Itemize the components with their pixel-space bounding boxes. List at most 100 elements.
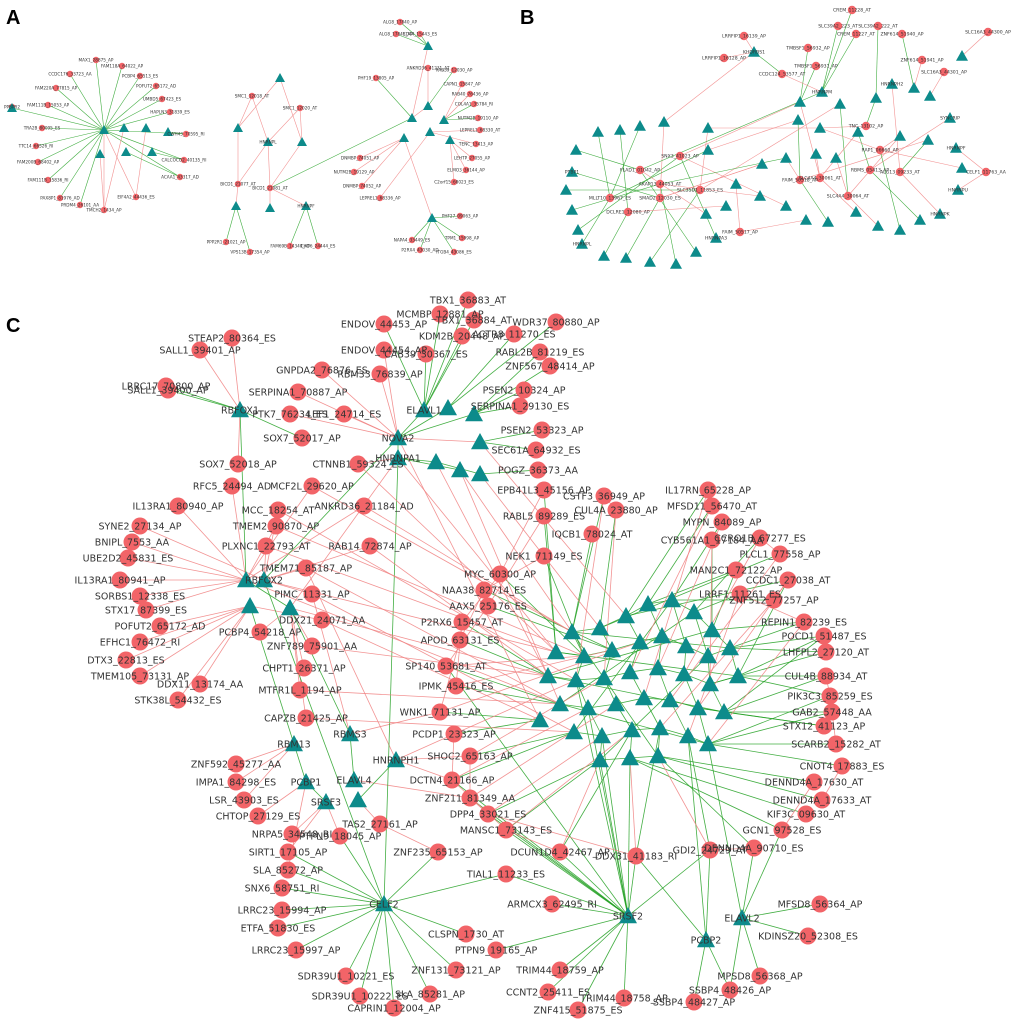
edge <box>693 939 707 1003</box>
node-label: STX17_87399_ES <box>105 605 187 616</box>
splicing-event-circle-node <box>535 507 553 525</box>
edge <box>479 441 627 617</box>
node-label: TENC_13413_AP <box>458 141 494 146</box>
node-label: SOX7_52018_AP <box>199 459 277 470</box>
edge <box>899 171 941 215</box>
edge <box>99 153 105 211</box>
edge <box>159 605 251 627</box>
splicing-event-circle-node <box>222 238 230 246</box>
edge <box>429 131 477 145</box>
splicing-event-circle-node <box>293 429 311 447</box>
edge <box>547 915 629 993</box>
splicing-event-circle-node <box>474 114 482 122</box>
node-label: ETFA_51830_ES <box>241 923 316 934</box>
node-label: CHTOP_27129_ES <box>216 811 301 822</box>
splicing-event-circle-node <box>751 529 769 547</box>
splicing-event-circle-node <box>34 158 42 166</box>
rbp-triangle-node <box>607 695 625 712</box>
rbp-triangle-node <box>699 735 717 752</box>
edge <box>361 137 405 187</box>
node-label: FAIM_50518_AP <box>782 178 818 184</box>
node-label: MAX1_28875_AP <box>79 57 114 62</box>
edge <box>799 101 821 179</box>
node-label: ZNF235_65153_AP <box>393 847 482 858</box>
splicing-event-circle-node <box>731 585 749 603</box>
splicing-event-circle-node <box>266 184 274 192</box>
edge <box>575 679 629 917</box>
splicing-event-circle-node <box>251 623 269 641</box>
node-label: NUTM2B_19110_AP <box>458 115 499 120</box>
node-label: CAB39_30367_ES <box>384 349 468 360</box>
splicing-event-circle-node <box>286 242 294 250</box>
rbp-triangle-node <box>685 603 703 620</box>
node-label: STEAP2_80364_ES <box>188 333 276 344</box>
node-label: FLAD1_01042_AP <box>620 168 660 174</box>
edge <box>69 73 105 131</box>
splicing-event-circle-node <box>392 30 400 38</box>
rbp-triangle-node <box>792 114 804 125</box>
edge <box>797 119 801 181</box>
splicing-event-circle-node <box>180 156 188 164</box>
splicing-event-circle-node <box>447 961 465 979</box>
edge <box>705 849 711 941</box>
edge <box>429 129 481 133</box>
edge <box>461 621 549 677</box>
edge <box>439 639 461 713</box>
rbp-triangle-node <box>956 50 968 61</box>
edge <box>577 155 681 231</box>
edge <box>447 321 557 409</box>
node-label: FAM111B_15836_RI <box>27 177 68 182</box>
edge <box>487 515 545 607</box>
edge <box>231 337 241 411</box>
node-label: CAPRIN1_12004_AP <box>347 1003 441 1014</box>
rbp-triangle-node <box>950 142 962 153</box>
edge <box>627 205 727 213</box>
node-label: MCMBP_12881_AP <box>396 309 483 320</box>
splicing-event-circle-node <box>847 5 857 15</box>
node-label: PIK3C3_85259_ES <box>787 691 872 702</box>
edge <box>453 679 577 735</box>
splicing-event-circle-node <box>675 151 685 161</box>
splicing-event-circle-node <box>132 193 140 201</box>
splicing-event-circle-node <box>735 227 745 237</box>
splicing-event-circle-node <box>479 805 497 823</box>
edge <box>469 731 575 757</box>
edge <box>869 117 951 171</box>
node-label: DDX11_13174_AA <box>157 679 244 690</box>
edge <box>321 369 399 439</box>
node-label: STK38L_54432_ES <box>134 695 221 706</box>
node-label: SLC4A4_30064_AT <box>827 194 870 200</box>
node-label: NEK1_71149_ES <box>505 551 582 562</box>
edge <box>625 489 709 617</box>
edge <box>657 755 755 849</box>
rbp-triangle-node <box>922 134 934 145</box>
edge <box>479 441 537 451</box>
node-label: CUL4A_23880_AP <box>574 505 658 516</box>
splicing-event-circle-node <box>372 74 380 82</box>
splicing-event-circle-node <box>547 313 565 331</box>
splicing-event-circle-node <box>461 747 479 765</box>
splicing-event-circle-node <box>491 565 509 583</box>
rbp-triangle-node <box>595 669 613 686</box>
node-label: PRDM4_26101_AA <box>61 202 99 207</box>
rbp-triangle-node <box>639 595 657 612</box>
edge <box>627 855 637 917</box>
splicing-event-circle-node <box>458 234 466 242</box>
node-label: ACTR8_11270_ES <box>472 329 555 340</box>
rbp-triangle-node <box>852 126 864 137</box>
edge <box>957 171 987 191</box>
edge <box>383 903 467 935</box>
splicing-event-circle-node <box>375 341 393 359</box>
splicing-event-circle-node <box>350 168 358 176</box>
edge <box>629 757 783 831</box>
edge <box>139 579 247 597</box>
edge <box>449 139 455 183</box>
rbp-triangle-node <box>439 115 449 124</box>
edge <box>505 829 561 853</box>
edge <box>707 119 799 151</box>
edge <box>495 915 629 951</box>
node-label: HNRNPF <box>947 146 966 152</box>
splicing-event-circle-node <box>223 477 241 495</box>
edge <box>359 137 405 159</box>
edge <box>263 545 371 581</box>
